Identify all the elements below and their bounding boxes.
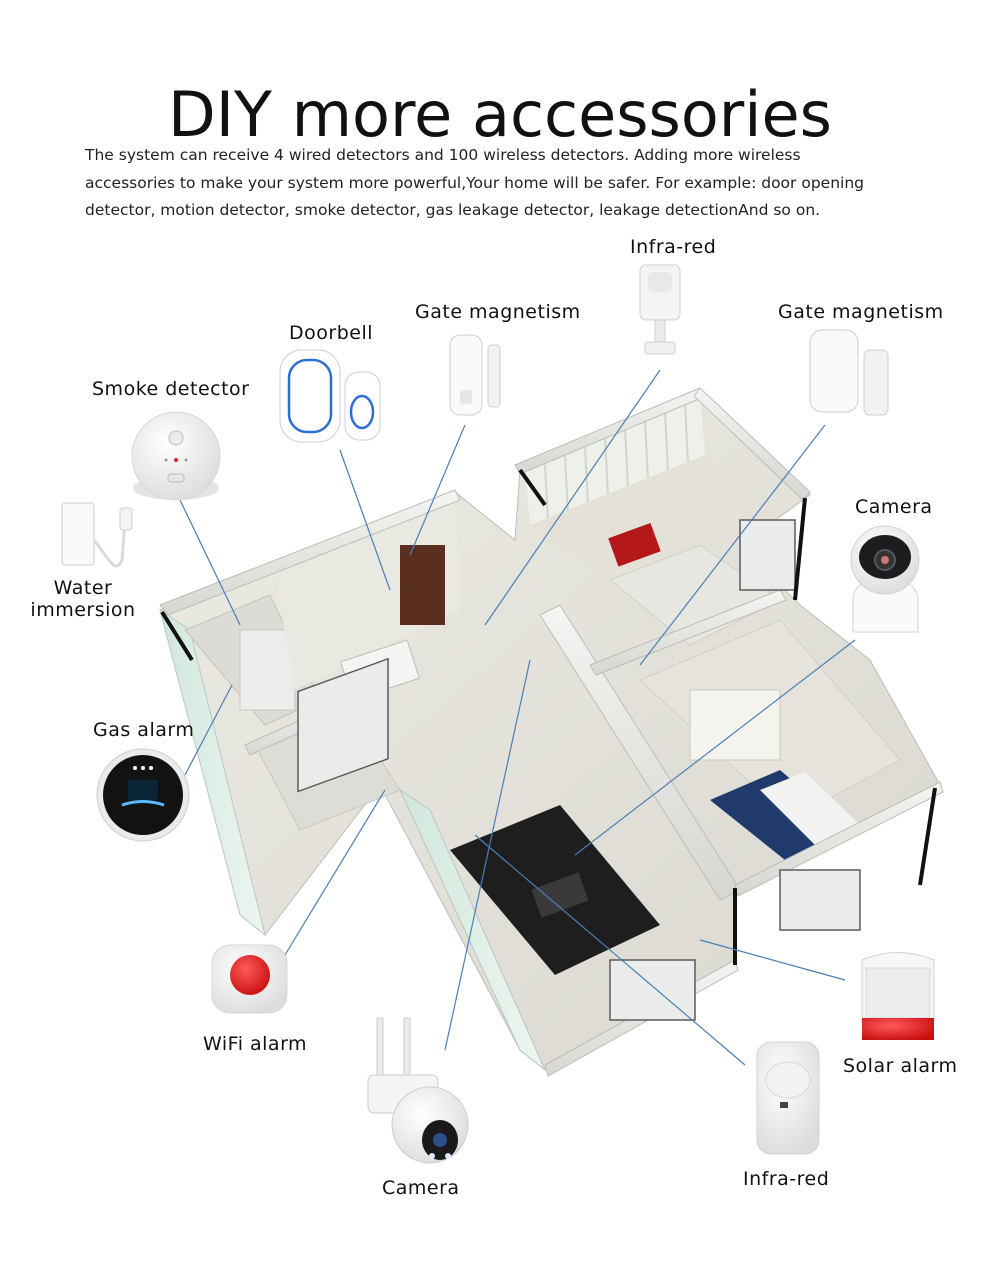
striped-wallpaper — [544, 401, 689, 521]
red-rug — [608, 523, 661, 567]
label-smoke-detector: Smoke detector — [92, 378, 250, 400]
label-water-line-2: immersion — [30, 599, 136, 621]
infrared-sensor-top-icon — [639, 264, 681, 355]
leader-gas — [184, 684, 233, 776]
leader-smoke — [179, 499, 241, 626]
water-immersion-icon — [61, 502, 133, 568]
label-wifi-alarm: WiFi alarm — [203, 1033, 308, 1055]
left-glass-wall — [159, 608, 266, 937]
smoke-detector-icon — [131, 411, 221, 501]
wardrobe — [689, 689, 781, 761]
bed-sheet — [760, 772, 860, 845]
door — [400, 545, 445, 625]
label-water-line-1: Water — [53, 577, 113, 599]
label-camera-bottom: Camera — [382, 1177, 460, 1199]
leader-solar — [699, 939, 846, 981]
leader-doorbell — [339, 449, 391, 591]
house-floorplan — [159, 387, 944, 1077]
doorbell-icon — [279, 349, 381, 443]
description-line-1: The system can receive 4 wired detectors… — [85, 146, 801, 164]
leader-camera-right — [574, 639, 856, 856]
label-gate-magnetism-left: Gate magnetism — [415, 301, 581, 323]
label-camera-right: Camera — [855, 496, 933, 518]
label-gate-magnetism-right: Gate magnetism — [778, 301, 944, 323]
camera-right-icon — [850, 525, 920, 633]
leader-infrared-top — [484, 369, 661, 626]
leader-camera-bottom — [444, 659, 531, 1051]
leader-infrared-bottom — [474, 834, 746, 1066]
infrared-sensor-bottom-icon — [756, 1041, 820, 1155]
bedroom-floor — [530, 455, 780, 580]
leader-wifi — [284, 789, 386, 956]
label-solar-alarm: Solar alarm — [843, 1055, 958, 1077]
bedroom-wall — [525, 390, 705, 525]
wall-edges — [160, 468, 937, 965]
description-line-2: accessories to make your system more pow… — [85, 173, 864, 192]
label-doorbell: Doorbell — [289, 322, 373, 344]
label-infrared-top: Infra-red — [630, 236, 717, 258]
description-line-3: detector, motion detector, smoke detecto… — [85, 201, 821, 219]
label-gas-alarm: Gas alarm — [93, 719, 195, 741]
interior-walls — [159, 387, 944, 1077]
gas-alarm-icon — [96, 748, 190, 842]
gate-magnetism-right-icon — [809, 329, 889, 416]
windows — [297, 519, 861, 1021]
wifi-alarm-icon — [211, 944, 288, 1014]
kitchen-cabinet — [239, 629, 296, 711]
leader-lines — [179, 369, 856, 1066]
leader-gate-left — [409, 424, 466, 556]
page-title: DIY more accessories — [168, 78, 832, 151]
coffee-table — [531, 872, 589, 918]
camera-bottom-icon — [367, 1017, 469, 1164]
front-glass-wall — [398, 788, 546, 1071]
solar-alarm-icon — [861, 952, 935, 1040]
label-water-immersion: Water immersion — [30, 577, 136, 621]
leader-gate-right — [639, 424, 826, 666]
description: The system can receive 4 wired detectors… — [85, 142, 965, 225]
label-infrared-bottom: Infra-red — [743, 1168, 830, 1190]
gate-magnetism-left-icon — [449, 334, 501, 416]
